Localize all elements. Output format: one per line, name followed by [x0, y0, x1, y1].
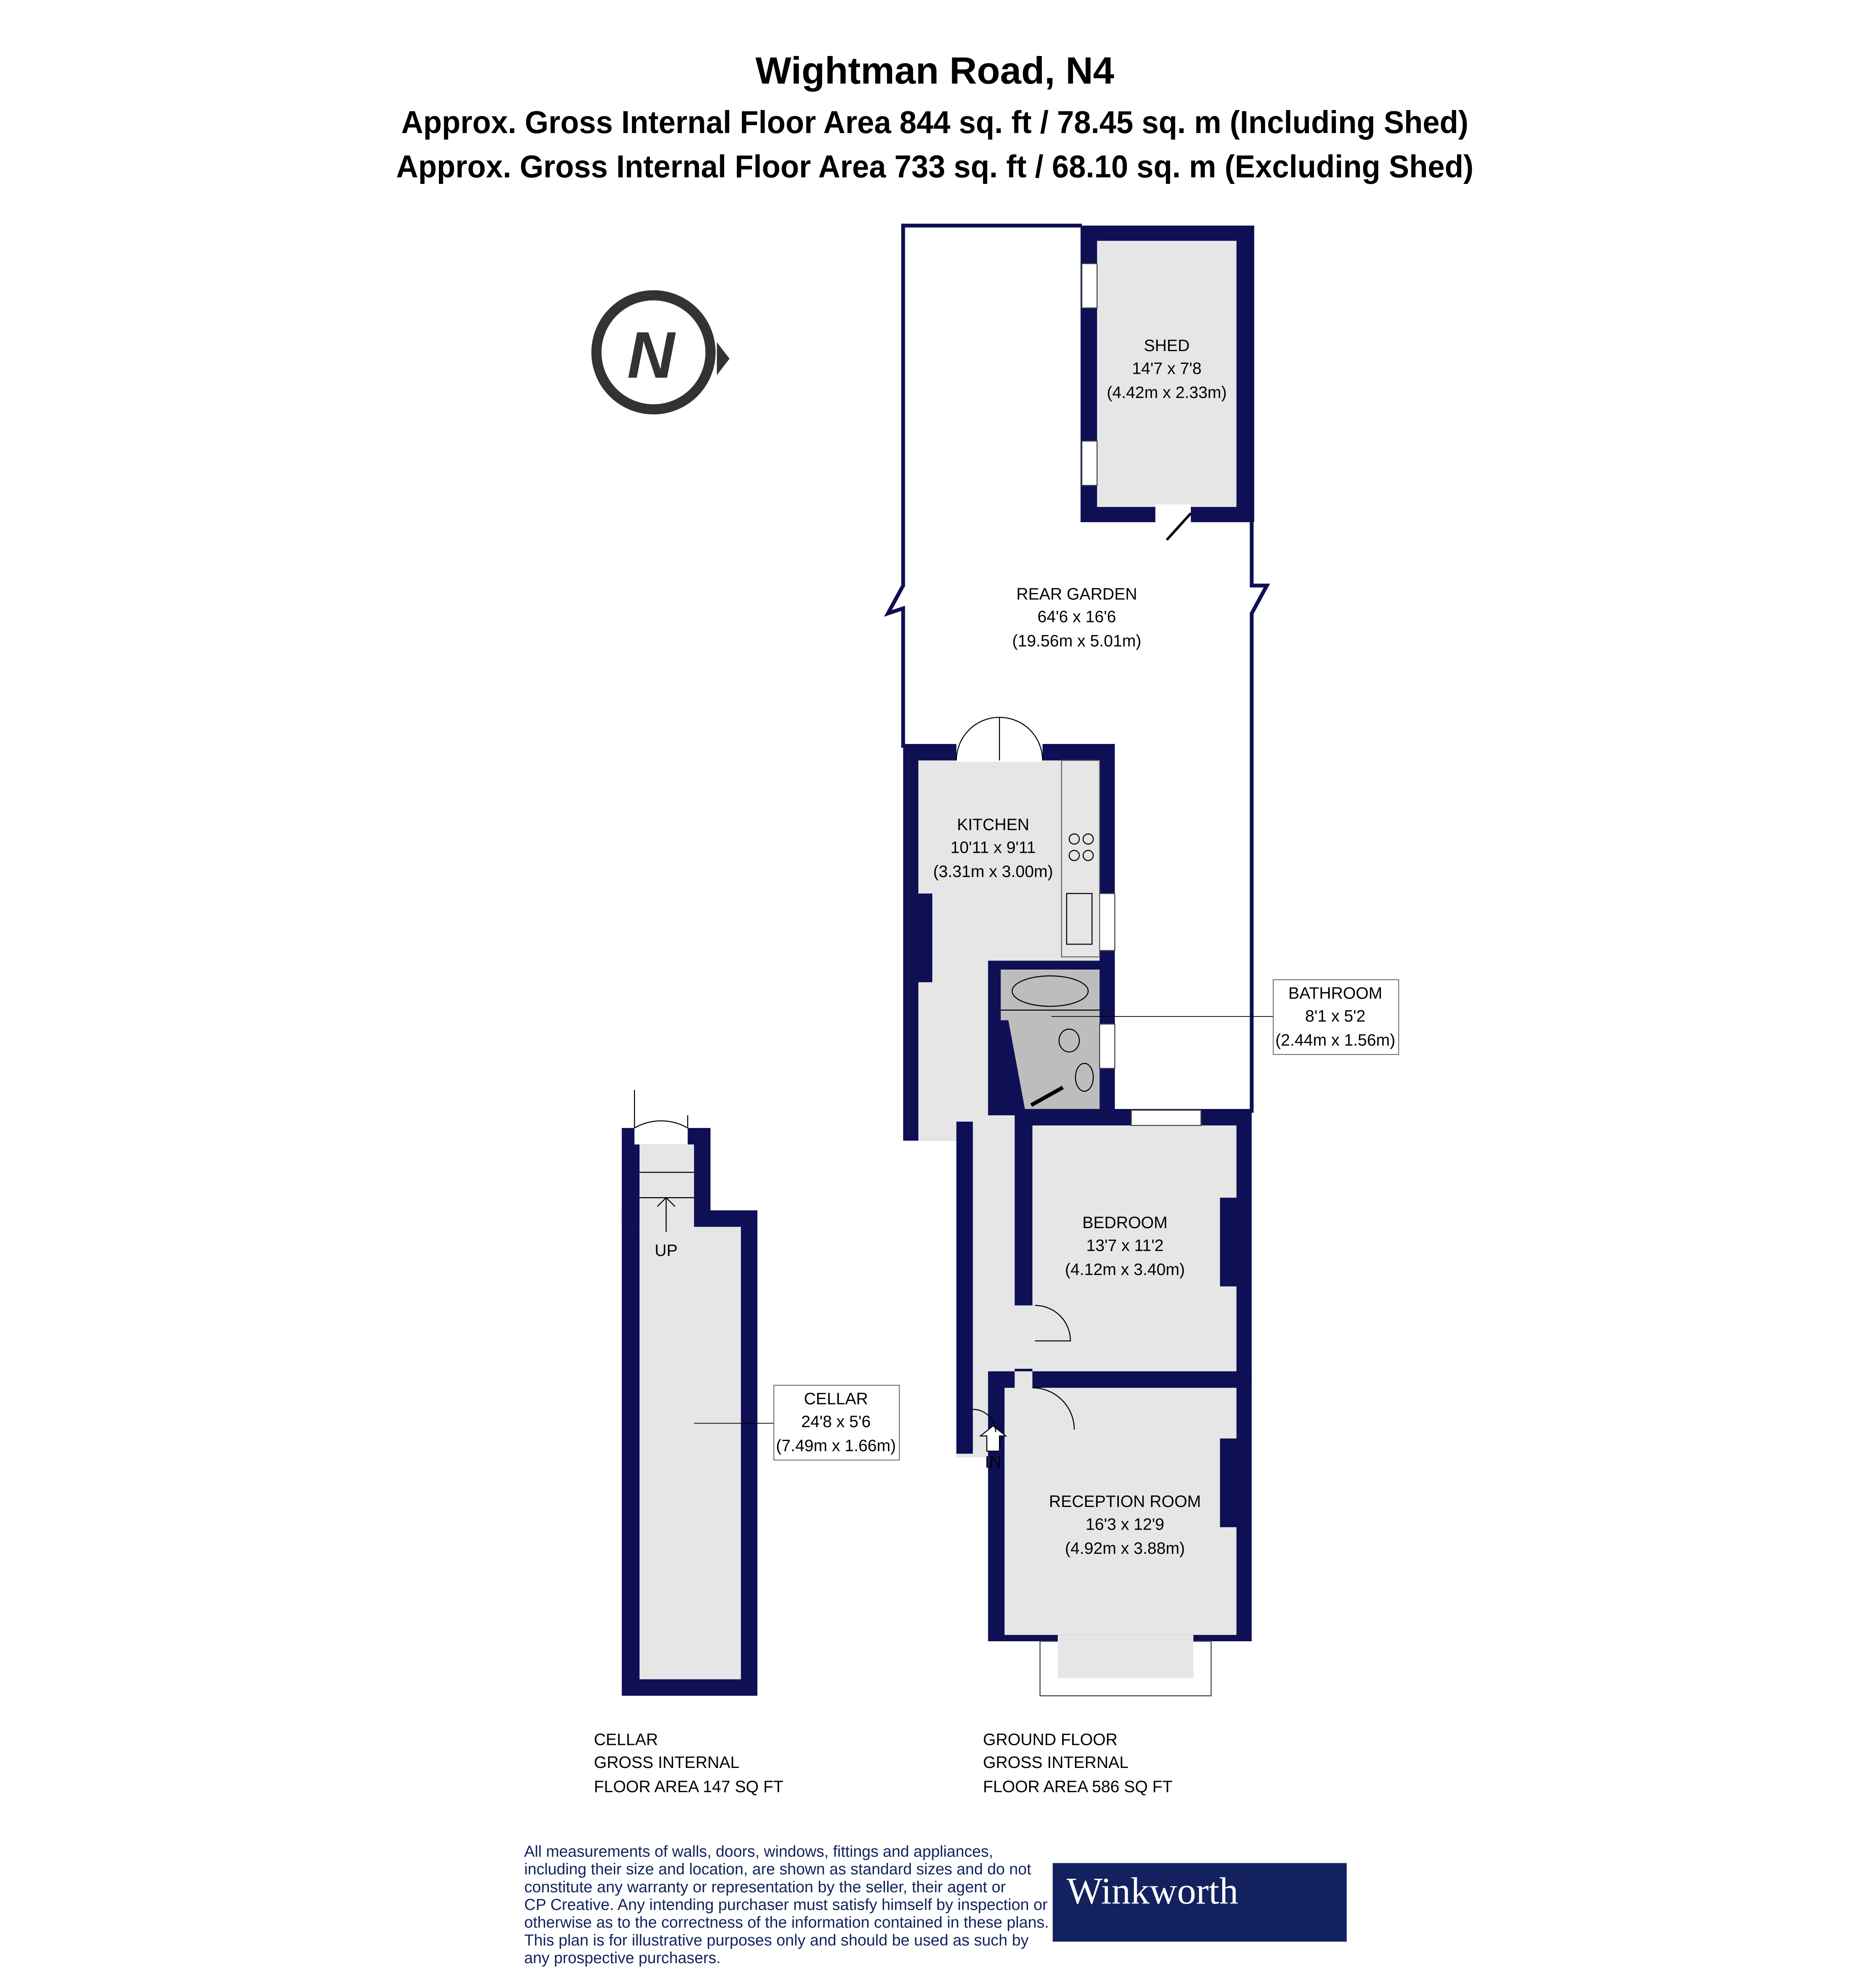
- cellar-floor-area: CELLAR GROSS INTERNAL FLOOR AREA 147 SQ …: [594, 1730, 783, 1796]
- room-size-imperial: 10'11 x 9'11: [951, 838, 1036, 856]
- room-size-imperial: 8'1 x 5'2: [1305, 1007, 1366, 1025]
- disclaimer-line: constitute any warranty or representatio…: [524, 1878, 1006, 1896]
- floor-area-line: GROSS INTERNAL: [594, 1753, 739, 1772]
- room-size-metric: (2.44m x 1.56m): [1275, 1030, 1395, 1049]
- floor-area-line: GROSS INTERNAL: [983, 1753, 1128, 1772]
- winkworth-logo: Winkworth: [1053, 1863, 1347, 1942]
- room-name: BATHROOM: [1289, 983, 1383, 1002]
- room-label-rear-garden: REAR GARDEN 64'6 x 16'6 (19.56m x 5.01m): [1012, 584, 1141, 650]
- shed: [1080, 225, 1254, 541]
- compass-letter: N: [627, 319, 676, 392]
- room-size-metric: (19.56m x 5.01m): [1012, 631, 1141, 650]
- room-name: CELLAR: [804, 1389, 868, 1408]
- north-compass-icon: N: [591, 290, 730, 415]
- entrance-label: IN: [985, 1453, 1001, 1471]
- disclaimer-line: any prospective purchasers.: [524, 1949, 721, 1967]
- logo-text: Winkworth: [1066, 1870, 1238, 1912]
- floor-area-line: GROUND FLOOR: [983, 1730, 1118, 1749]
- room-size-metric: (3.31m x 3.00m): [933, 862, 1053, 881]
- floor-area-line: FLOOR AREA 147 SQ FT: [594, 1777, 783, 1796]
- room-name: RECEPTION ROOM: [1049, 1492, 1201, 1511]
- room-size-imperial: 14'7 x 7'8: [1132, 359, 1202, 377]
- room-label-bedroom: BEDROOM 13'7 x 11'2 (4.12m x 3.40m): [1065, 1213, 1185, 1279]
- page-title: Wightman Road, N4: [755, 50, 1114, 92]
- disclaimer-line: otherwise as to the correctness of the i…: [524, 1914, 1049, 1931]
- disclaimer-line: including their size and location, are s…: [524, 1860, 1031, 1878]
- disclaimer-line: CP Creative. Any intending purchaser mus…: [524, 1896, 1048, 1914]
- room-label-cellar: CELLAR 24'8 x 5'6 (7.49m x 1.66m): [694, 1385, 900, 1461]
- stairs-up-label: UP: [655, 1241, 678, 1260]
- room-name: SHED: [1144, 336, 1190, 355]
- room-name: KITCHEN: [957, 815, 1029, 834]
- room-size-metric: (4.42m x 2.33m): [1107, 383, 1227, 402]
- room-name: BEDROOM: [1082, 1213, 1167, 1232]
- room-size-metric: (7.49m x 1.66m): [776, 1436, 896, 1455]
- area-excluding-shed: Approx. Gross Internal Floor Area 733 sq…: [396, 149, 1473, 184]
- rear-garden: [884, 224, 1270, 1113]
- room-size-imperial: 64'6 x 16'6: [1037, 607, 1116, 626]
- ground-floor-area: GROUND FLOOR GROSS INTERNAL FLOOR AREA 5…: [983, 1730, 1173, 1796]
- room-size-imperial: 16'3 x 12'9: [1086, 1515, 1164, 1533]
- disclaimer: All measurements of walls, doors, window…: [524, 1843, 1049, 1967]
- room-name: REAR GARDEN: [1016, 584, 1137, 603]
- room-label-shed: SHED 14'7 x 7'8 (4.42m x 2.33m): [1107, 336, 1227, 402]
- room-size-metric: (4.12m x 3.40m): [1065, 1260, 1185, 1279]
- disclaimer-line: This plan is for illustrative purposes o…: [524, 1932, 1029, 1949]
- room-size-imperial: 24'8 x 5'6: [801, 1412, 871, 1431]
- room-label-kitchen: KITCHEN 10'11 x 9'11 (3.31m x 3.00m): [933, 815, 1053, 881]
- floor-area-line: FLOOR AREA 586 SQ FT: [983, 1777, 1173, 1796]
- area-including-shed: Approx. Gross Internal Floor Area 844 sq…: [401, 104, 1468, 140]
- room-size-imperial: 13'7 x 11'2: [1086, 1236, 1164, 1254]
- floor-area-line: CELLAR: [594, 1730, 658, 1749]
- room-label-reception: RECEPTION ROOM 16'3 x 12'9 (4.92m x 3.88…: [1049, 1492, 1201, 1557]
- disclaimer-line: All measurements of walls, doors, window…: [524, 1843, 993, 1860]
- cellar: [622, 1090, 757, 1696]
- room-size-metric: (4.92m x 3.88m): [1065, 1539, 1185, 1557]
- ground-floor: [903, 717, 1252, 1696]
- room-label-bathroom: BATHROOM 8'1 x 5'2 (2.44m x 1.56m): [1051, 979, 1399, 1055]
